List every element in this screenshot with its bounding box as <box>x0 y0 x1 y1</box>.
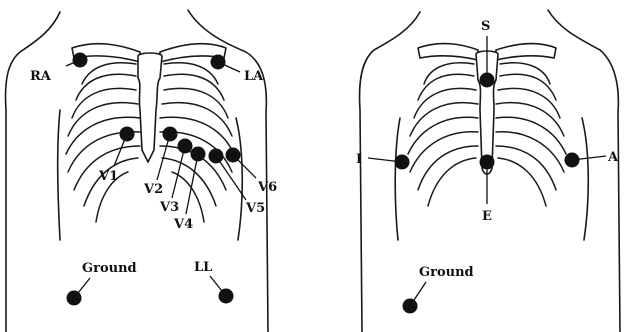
label-ground-right: Ground <box>419 265 474 280</box>
electrode-s <box>480 73 495 88</box>
electrode-v6 <box>226 148 241 163</box>
label-ra: RA <box>30 69 52 84</box>
left-torso-outline-right <box>188 10 268 332</box>
left-torso: RA LA V1 V2 V3 V4 V5 V6 Ground LL <box>6 10 278 332</box>
electrode-la <box>211 55 226 70</box>
electrode-a <box>565 153 580 168</box>
label-ll: LL <box>194 260 212 275</box>
label-v3: V3 <box>159 200 179 215</box>
electrode-i <box>395 155 410 170</box>
electrode-ra <box>73 53 88 68</box>
label-v1: V1 <box>98 169 118 184</box>
label-i: I <box>356 152 362 167</box>
label-la: LA <box>244 69 264 84</box>
right-torso-outline-left <box>360 12 420 332</box>
label-v5: V5 <box>245 201 265 216</box>
right-figure-ribs-right <box>496 63 566 206</box>
label-ground-left: Ground <box>82 261 137 276</box>
label-v2: V2 <box>143 182 163 197</box>
right-torso-outline-right <box>548 10 620 332</box>
electrode-ll <box>219 289 234 304</box>
label-s: S <box>481 19 490 34</box>
electrode-e <box>480 155 495 170</box>
electrode-ground-left <box>67 291 82 306</box>
right-torso: S I A E Ground <box>356 10 620 332</box>
left-arm-line <box>58 110 60 240</box>
label-v4: V4 <box>173 217 193 232</box>
label-a: A <box>607 150 619 165</box>
right-figure-left-arm-line <box>395 118 400 240</box>
left-figure-ribs-right <box>160 63 234 222</box>
electrode-v4 <box>191 147 206 162</box>
right-figure-right-arm-line <box>582 118 588 240</box>
electrode-v1 <box>120 127 135 142</box>
label-v6: V6 <box>257 180 277 195</box>
electrode-ground-right <box>403 299 418 314</box>
electrode-v2 <box>163 127 178 142</box>
right-arm-line <box>236 118 242 240</box>
electrode-v3 <box>178 139 193 154</box>
label-e: E <box>482 209 492 224</box>
left-torso-outline-left <box>6 12 60 332</box>
right-figure-ribs-left <box>408 63 478 206</box>
left-sternum <box>138 53 162 162</box>
electrode-v5 <box>209 149 224 164</box>
left-figure-ribs-left <box>66 63 140 222</box>
right-clavicle-left-side <box>418 44 478 60</box>
right-clavicle-right-side <box>496 44 556 60</box>
